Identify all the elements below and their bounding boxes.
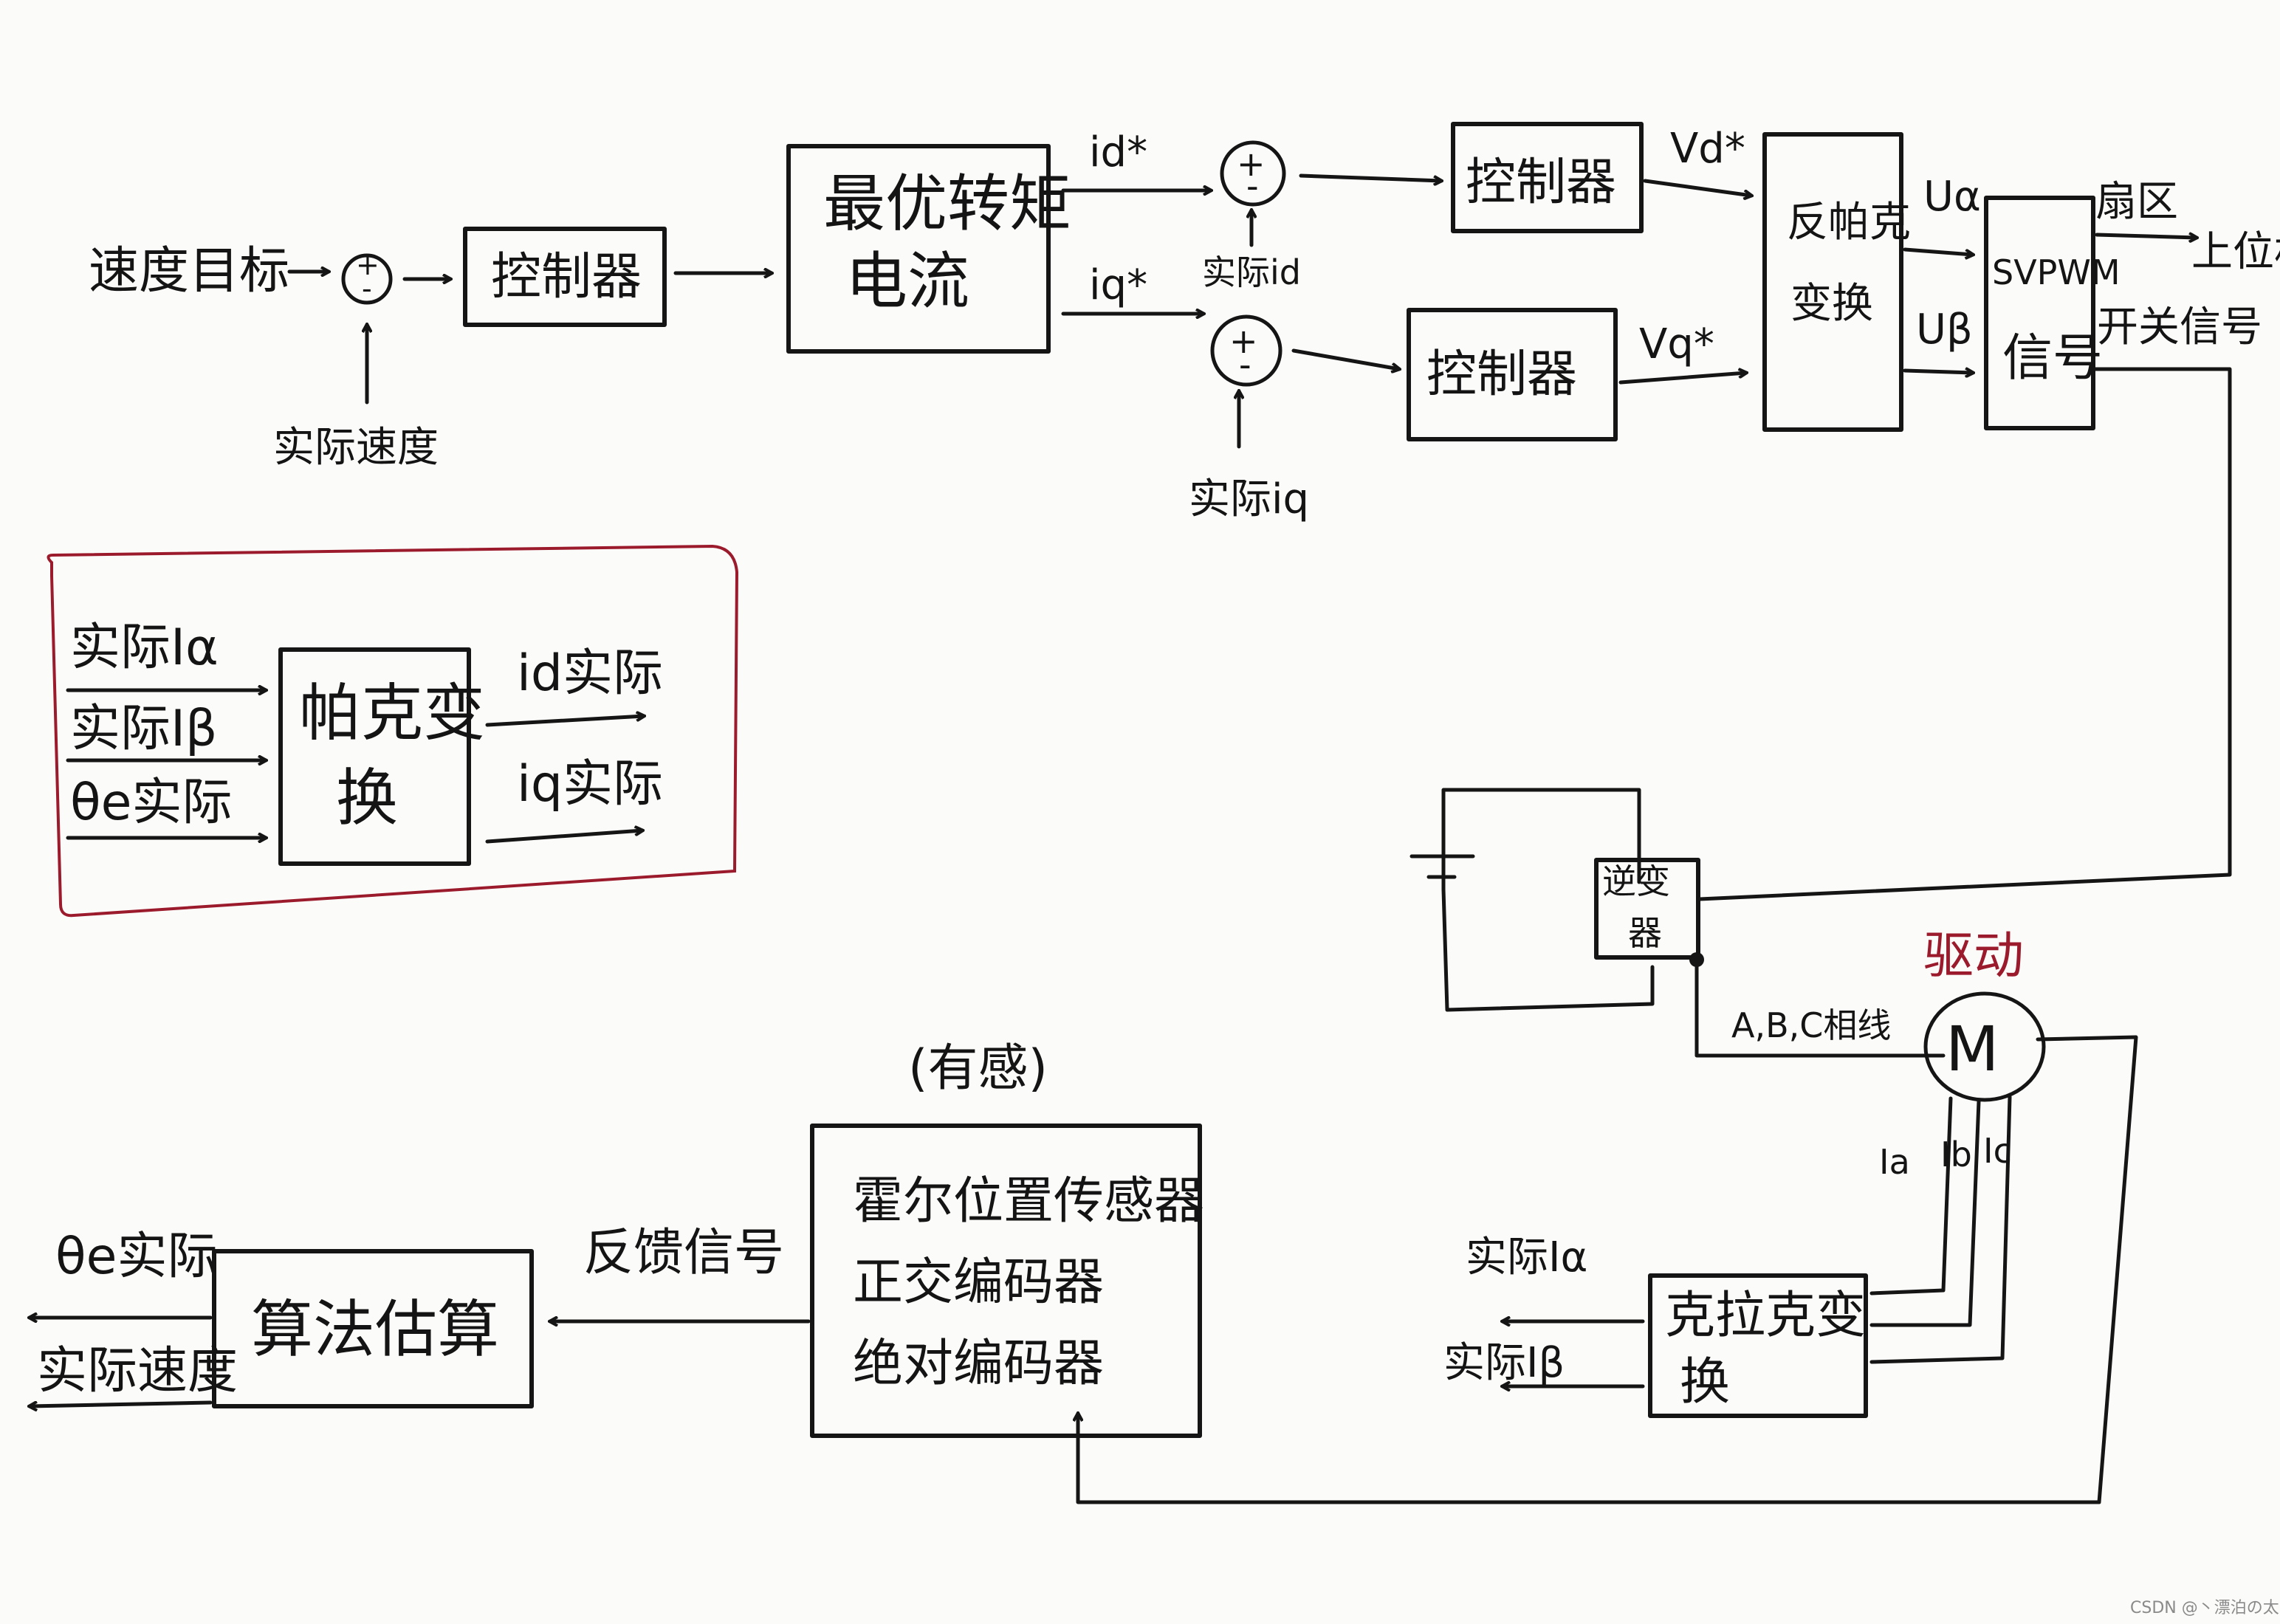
- id-controller-label: 控制器: [1466, 154, 1616, 212]
- feedback-label: 反馈信号: [583, 1224, 784, 1282]
- svpwm-box: [1984, 196, 2095, 430]
- speed-sum-minus: -: [362, 272, 372, 305]
- clarke-label-1: 克拉克变: [1665, 1287, 1866, 1345]
- algo-out-speed-label: 实际速度: [37, 1342, 238, 1400]
- motor-label: M: [1946, 1013, 1999, 1085]
- iq-sum-minus: -: [1239, 345, 1251, 385]
- id-ref-label: id*: [1089, 128, 1147, 176]
- inverter-box: [1594, 858, 1700, 960]
- dc-bus-bottom-wire: [1441, 887, 1655, 1012]
- vd-arrow: [1643, 179, 1751, 196]
- speed-controller-label: 控制器: [491, 248, 642, 306]
- id-err-arrow: [1299, 173, 1441, 181]
- iq-sum-plus: +: [1229, 321, 1258, 361]
- sector-label: 扇区: [2095, 178, 2178, 226]
- inverter-label-2: 器: [1628, 913, 1662, 953]
- ic-line: [1869, 1095, 2012, 1364]
- inverter-label-1: 逆变: [1602, 861, 1670, 901]
- sector-arrow: [2095, 235, 2197, 238]
- algo-out-speed-arrow: [30, 1400, 213, 1406]
- ib-label: Ib: [1940, 1135, 1972, 1174]
- park-transform-group: [47, 544, 739, 918]
- ic-label: Ic: [1983, 1131, 2012, 1171]
- ia-label: Ia: [1879, 1142, 1910, 1182]
- sensor-box: [810, 1124, 1202, 1438]
- drive-label: 驱动: [1923, 927, 2024, 985]
- iq-summing-junction: [1210, 314, 1282, 387]
- iq-ref-label: iq*: [1089, 261, 1147, 309]
- id-controller-box: [1451, 122, 1644, 233]
- park-out-iq-label: iq实际: [517, 755, 663, 813]
- u-beta-arrow: [1903, 371, 1973, 373]
- iq-err-arrow: [1291, 348, 1399, 369]
- algo-out-theta-label: θe实际: [55, 1228, 217, 1286]
- mtpa-box: [786, 144, 1051, 354]
- upper-computer-label: 上位机: [2191, 228, 2280, 276]
- inverse-park-box: [1762, 132, 1903, 432]
- park-label-1: 帕克变: [299, 677, 485, 749]
- park-in-beta-label: 实际Iβ: [70, 700, 217, 758]
- inverse-park-label-1: 反帕克: [1787, 199, 1911, 247]
- phase-wire: [1694, 957, 1946, 1058]
- ia-line: [1869, 1096, 1953, 1296]
- watermark: CSDN @丶漂泊の太阳: [2130, 1599, 2280, 1617]
- park-out-id-arrow: [485, 716, 644, 727]
- id-summing-junction: [1220, 140, 1286, 207]
- svpwm-label-1: SVPWM: [1992, 252, 2121, 292]
- sensor-line-2: 正交编码器: [853, 1253, 1104, 1312]
- switch-signal-label: 开关信号: [2097, 303, 2262, 351]
- mtpa-label-1: 最优转矩: [823, 168, 1071, 240]
- iq-controller-label: 控制器: [1426, 345, 1577, 404]
- park-in-theta-label: θe实际: [70, 774, 232, 832]
- iq-controller-box: [1407, 308, 1618, 441]
- clarke-out-beta-label: 实际Iβ: [1443, 1339, 1565, 1387]
- id-sum-plus: +: [1237, 144, 1266, 184]
- vq-ref-label: Vq*: [1639, 320, 1714, 368]
- actual-id-label: 实际id: [1202, 252, 1301, 292]
- park-out-iq-arrow: [485, 830, 642, 844]
- motor-symbol: [1923, 991, 2046, 1102]
- sensor-note-label: (有感): [908, 1039, 1048, 1098]
- park-box: [278, 647, 471, 866]
- actual-speed-label: 实际速度: [273, 424, 439, 472]
- u-alpha-arrow: [1903, 247, 1973, 255]
- speed-sum-plus: +: [356, 249, 380, 281]
- algo-label: 算法估算: [251, 1293, 499, 1366]
- speed-controller-box: [463, 227, 667, 327]
- motor-sensor-wire: [1076, 1035, 2138, 1504]
- mtpa-label-2: 电流: [845, 245, 969, 317]
- dc-bus-top-wire: [1441, 788, 1641, 892]
- sensor-line-1: 霍尔位置传感器: [853, 1172, 1204, 1231]
- speed-summing-junction: [341, 253, 393, 305]
- vd-ref-label: Vd*: [1670, 125, 1745, 173]
- sensor-line-3: 绝对编码器: [853, 1335, 1104, 1393]
- switch-signal-wire: [1697, 367, 2232, 901]
- algo-box: [212, 1249, 534, 1408]
- target-speed-label: 速度目标: [89, 242, 289, 300]
- clarke-out-alpha-label: 实际Iα: [1466, 1234, 1587, 1281]
- clarke-box: [1648, 1273, 1868, 1418]
- u-beta-label: Uβ: [1916, 306, 1973, 354]
- vq-arrow: [1618, 373, 1746, 385]
- park-out-id-label: id实际: [517, 644, 663, 703]
- phase-lines-label: A,B,C相线: [1731, 1005, 1891, 1045]
- park-label-2: 换: [336, 762, 398, 834]
- clarke-label-2: 换: [1680, 1353, 1730, 1411]
- actual-iq-label: 实际iq: [1189, 475, 1309, 523]
- id-sum-minus: -: [1246, 166, 1259, 206]
- svpwm-label-2: 信号: [2002, 329, 2103, 388]
- ib-line: [1869, 1099, 1981, 1327]
- park-in-alpha-label: 实际Iα: [70, 619, 219, 677]
- u-alpha-label: Uα: [1923, 173, 1981, 221]
- inverse-park-label-2: 变换: [1790, 280, 1873, 328]
